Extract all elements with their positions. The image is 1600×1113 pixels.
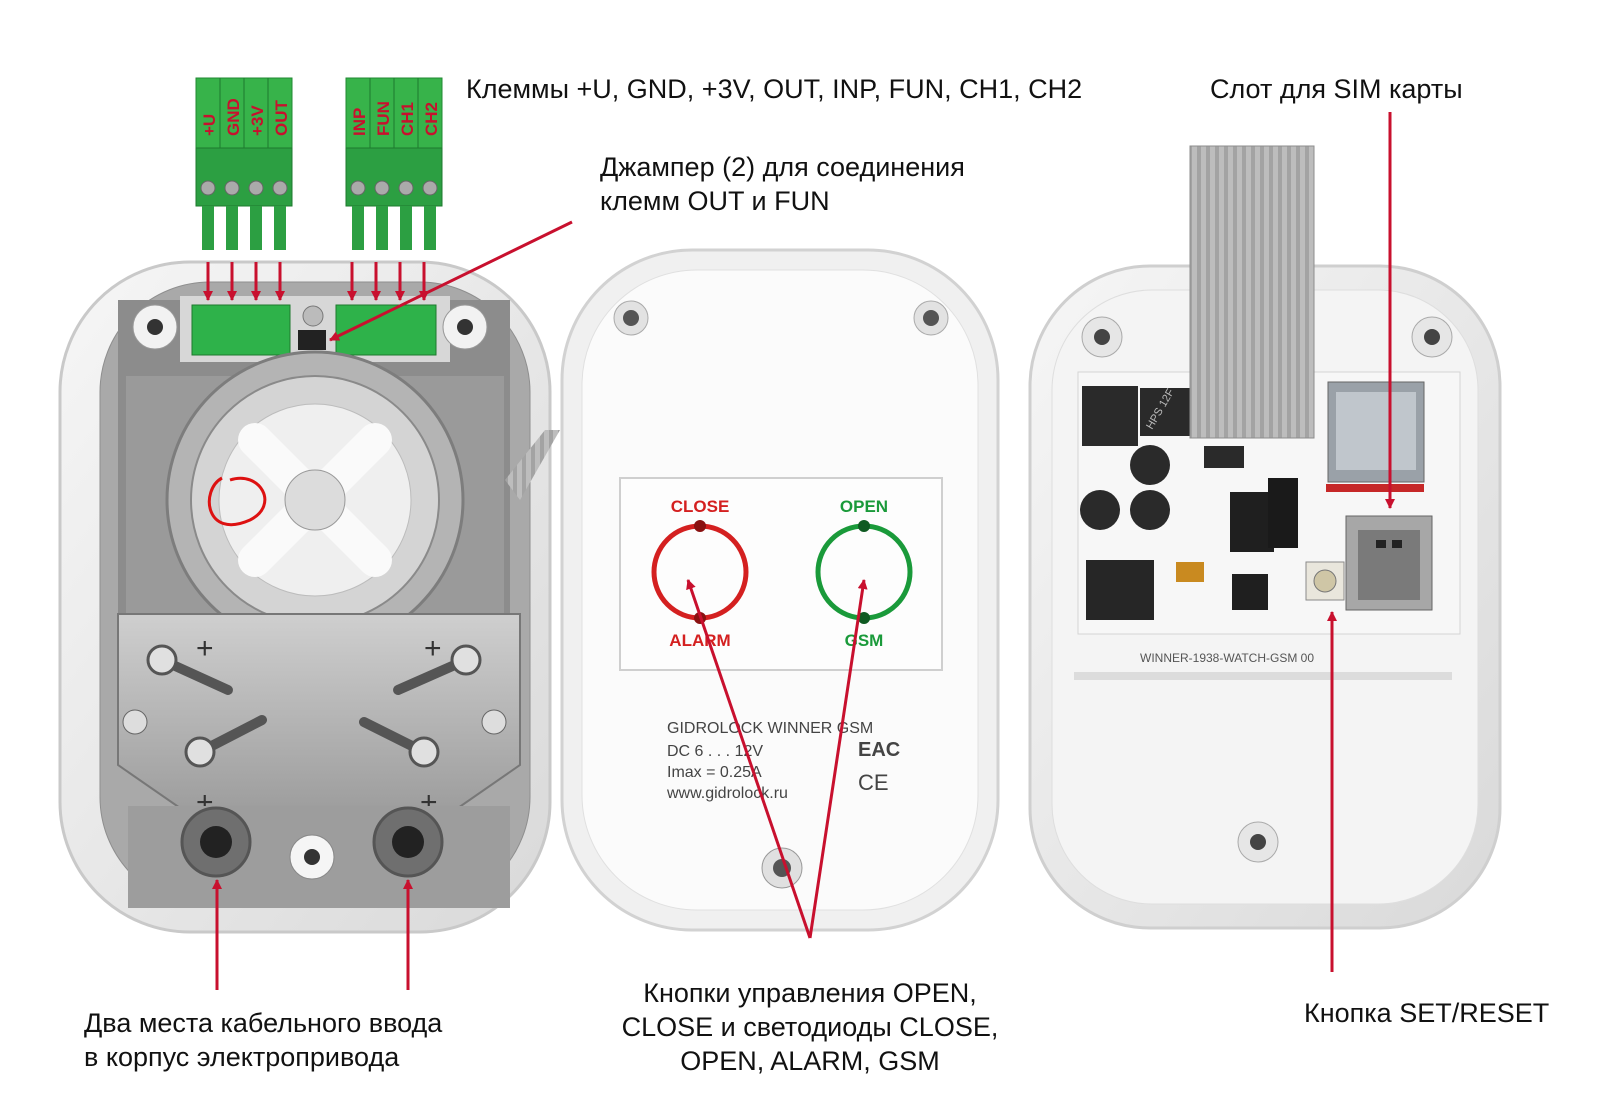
annotation-arrows xyxy=(203,112,1395,990)
ribbon-cable xyxy=(1189,145,1315,439)
buttons-caption-line2: CLOSE и светодиоды CLOSE, xyxy=(621,1012,999,1042)
cable-entry-caption-line1: Два места кабельного ввода xyxy=(84,1008,443,1038)
terminal-label: +U xyxy=(200,114,219,136)
terminals-caption: Клеммы +U, GND, +3V, OUT, INP, FUN, CH1,… xyxy=(466,74,1083,104)
jumper-caption-line1: Джампер (2) для соединения xyxy=(600,152,965,182)
eac-mark: EAC xyxy=(858,739,900,761)
info-website: www.gidrolock.ru xyxy=(666,785,788,802)
pcb-housing: HPS 12F WINNER-1938-WATCH-GS xyxy=(1028,145,1502,930)
buttons-caption-line3: OPEN, ALARM, GSM xyxy=(680,1046,940,1076)
close-label: CLOSE xyxy=(671,497,730,516)
terminal-label: +3V xyxy=(248,105,267,136)
set-reset-caption: Кнопка SET/RESET xyxy=(1304,998,1550,1028)
set-reset-button xyxy=(1305,561,1345,601)
svg-text:+: + xyxy=(196,632,214,665)
terminal-block-left: +U GND +3V OUT xyxy=(195,77,293,250)
terminal-label: INP xyxy=(350,108,369,136)
terminal-label: CH1 xyxy=(398,102,417,136)
terminal-block-right: INP FUN CH1 CH2 xyxy=(345,77,443,250)
sim-slot xyxy=(1345,515,1433,611)
drive-housing: + + + + xyxy=(58,260,560,934)
info-current: Imax = 0.25A xyxy=(667,764,762,781)
info-voltage: DC 6 . . . 12V xyxy=(667,743,763,760)
svg-text:+: + xyxy=(424,632,442,665)
alarm-label: ALARM xyxy=(669,631,730,650)
terminal-label: CH2 xyxy=(422,102,441,136)
terminal-label: OUT xyxy=(272,100,291,137)
jumper xyxy=(298,330,326,350)
gsm-module xyxy=(1326,381,1425,492)
jumper-caption-line2: клемм OUT и FUN xyxy=(600,186,830,216)
info-model: GIDROLOCK WINNER GSM xyxy=(667,720,873,737)
terminal-label: FUN xyxy=(374,101,393,136)
open-label: OPEN xyxy=(840,497,888,516)
ce-mark: CE xyxy=(858,770,889,795)
button-panel: CLOSE OPEN ALARM GSM xyxy=(619,477,943,671)
front-cover: CLOSE OPEN ALARM GSM GIDROLOCK WINNER GS… xyxy=(560,248,1000,932)
sim-slot-caption: Слот для SIM карты xyxy=(1210,74,1463,104)
buttons-caption-line1: Кнопки управления OPEN, xyxy=(643,978,977,1008)
gsm-label: GSM xyxy=(845,631,884,650)
pcb-marking: WINNER-1938-WATCH-GSM 00 xyxy=(1140,651,1314,665)
terminal-label: GND xyxy=(224,98,243,136)
cable-entry-caption-line2: в корпус электропривода xyxy=(84,1042,400,1072)
product-info: GIDROLOCK WINNER GSM DC 6 . . . 12V Imax… xyxy=(666,720,900,802)
